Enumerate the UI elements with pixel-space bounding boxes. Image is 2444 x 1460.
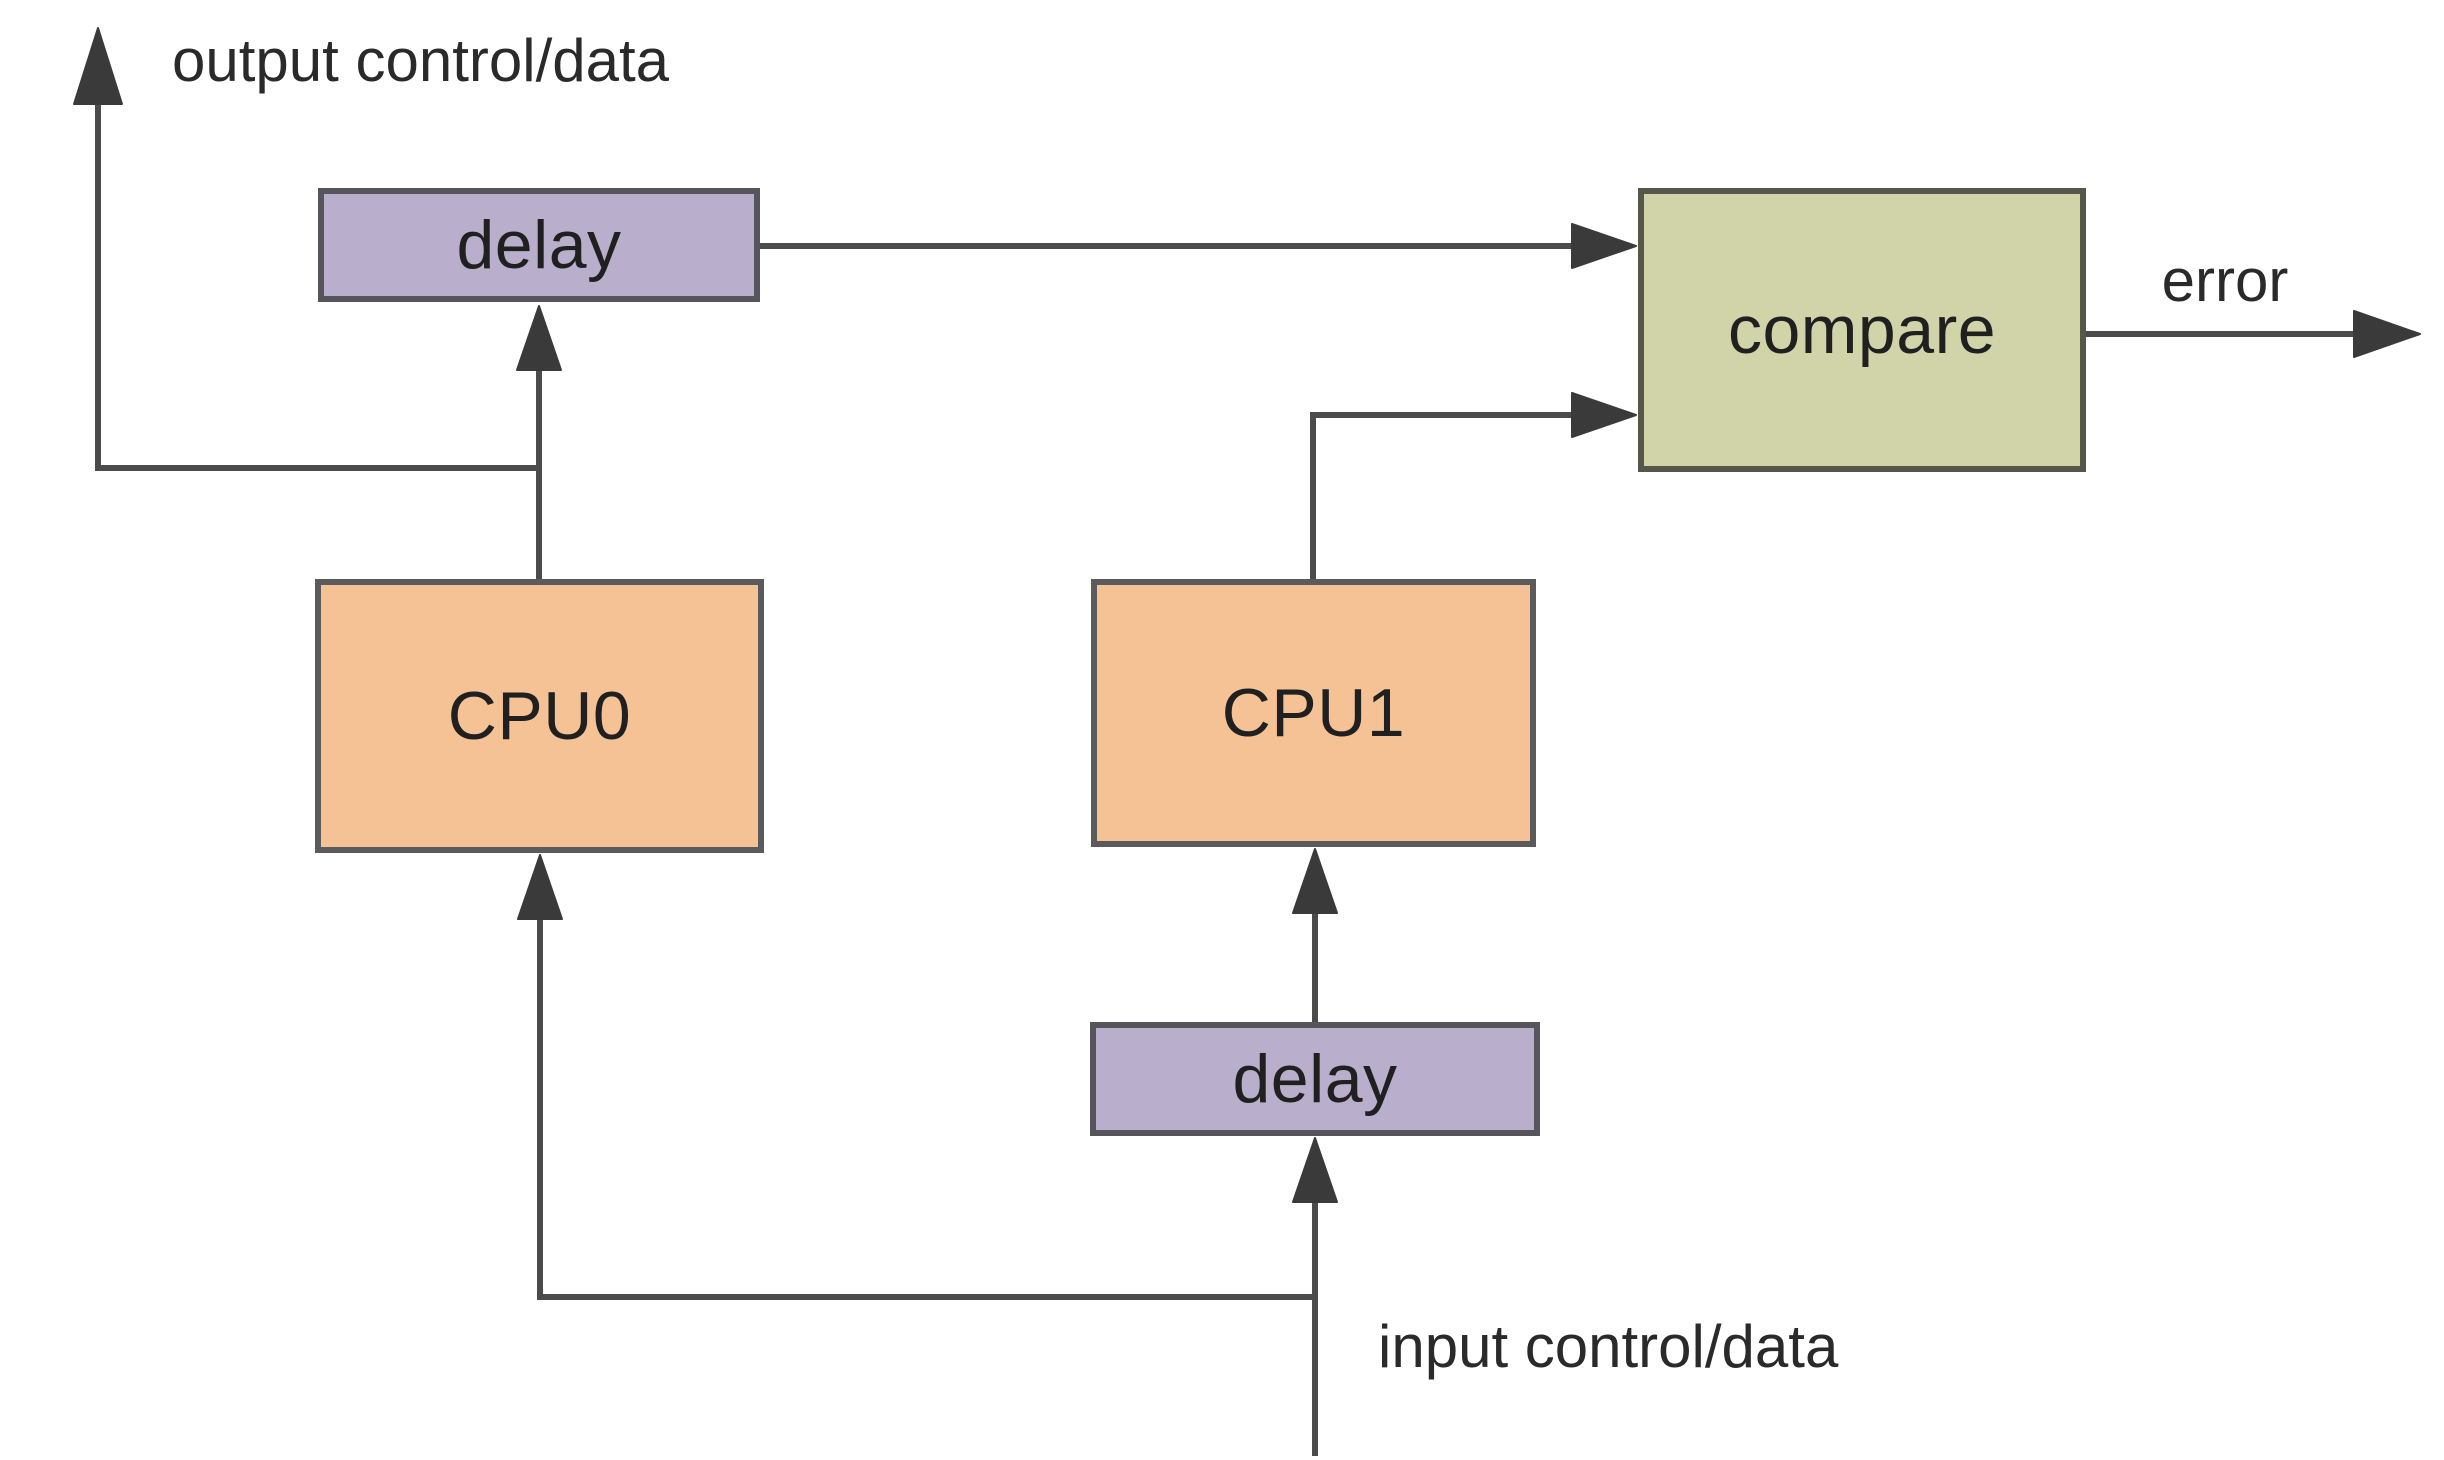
arrowhead-delay-bottom	[1292, 1137, 1338, 1203]
error-label: error	[2161, 247, 2289, 314]
arrowhead-cpu0-input	[517, 854, 563, 920]
arrowhead-compare-lower	[1571, 392, 1637, 438]
edge-cpu1-to-compare	[1310, 412, 1578, 579]
node-cpu0-label: CPU0	[447, 678, 632, 754]
node-delay-bottom-label: delay	[1232, 1041, 1398, 1117]
node-delay-bottom: delay	[1090, 1022, 1540, 1136]
arrowhead-error	[2353, 310, 2421, 358]
edge-cpu0-to-output	[95, 102, 539, 471]
arrowhead-cpu1-input	[1292, 848, 1338, 914]
output-control-data-label: output control/data	[172, 27, 670, 94]
arrowhead-compare-upper	[1571, 223, 1637, 269]
input-control-data-label: input control/data	[1378, 1313, 1839, 1380]
node-cpu0: CPU0	[315, 579, 764, 853]
node-delay-top: delay	[318, 188, 760, 302]
edge-input-to-cpu0	[537, 920, 1315, 1300]
node-compare-label: compare	[1727, 292, 1997, 368]
arrowhead-delay-top	[516, 305, 562, 371]
node-delay-top-label: delay	[456, 207, 622, 283]
node-cpu1-label: CPU1	[1221, 675, 1406, 751]
node-cpu1: CPU1	[1091, 579, 1536, 847]
node-compare: compare	[1638, 188, 2086, 472]
arrowhead-output	[73, 27, 123, 105]
